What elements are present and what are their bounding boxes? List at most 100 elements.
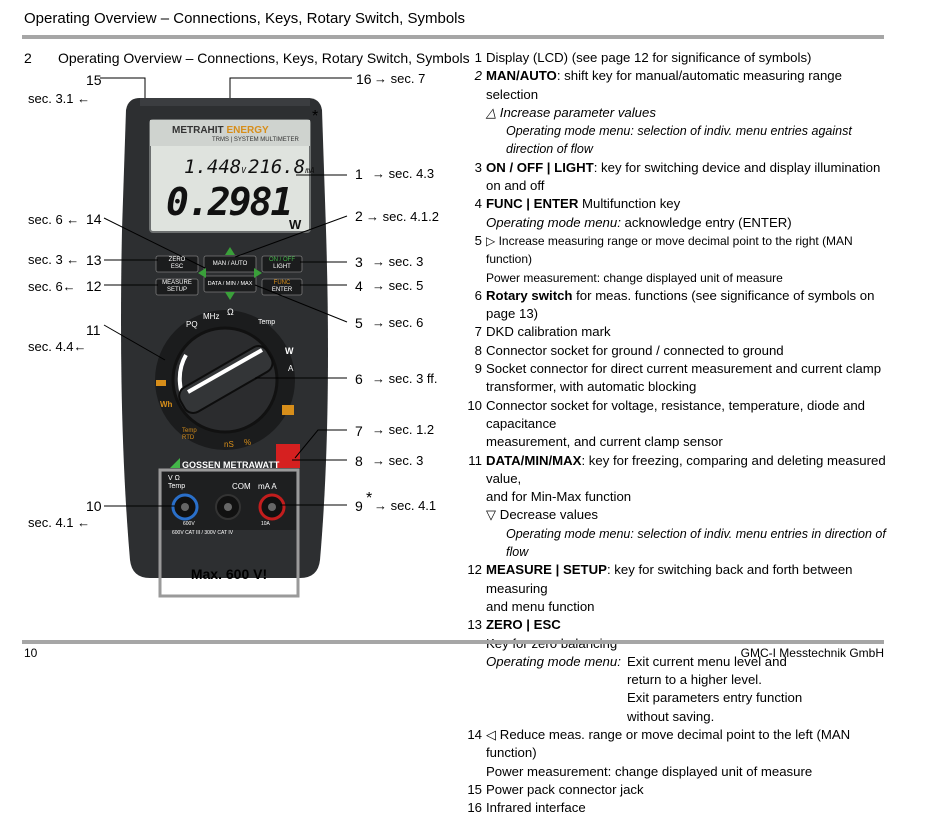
- lcd-main-unit: W: [289, 217, 302, 232]
- dial-label-a: A: [288, 364, 294, 373]
- callout-12-ref: sec. 6←: [28, 279, 76, 294]
- page-header-title: Operating Overview – Connections, Keys, …: [24, 10, 466, 27]
- callout-5-num: 5: [355, 315, 363, 331]
- callout-2-num: 2: [355, 208, 363, 224]
- footer-rule: [22, 640, 884, 644]
- callout-15-ref: sec. 3.1 ←: [28, 91, 91, 106]
- callout-10-ref: sec. 4.1 ←: [28, 515, 91, 530]
- measure-label: MEASURE: [162, 280, 192, 286]
- jack-10a-label: 10A: [261, 521, 270, 527]
- dial-label-ns: nS: [224, 440, 234, 449]
- dial-label-ohm: Ω: [227, 307, 234, 317]
- zero-label: ZERO: [168, 257, 186, 263]
- callout-13-ref: sec. 3 ←: [28, 252, 80, 267]
- on-off-label: ON / OFF: [269, 257, 295, 263]
- callout-12-num: 12: [86, 278, 102, 294]
- callout-4-num: 4: [355, 278, 363, 294]
- callout-11-ref: sec. 4.4←: [28, 339, 87, 354]
- dial-label-w: W: [285, 346, 294, 356]
- list-subitem: without saving.: [627, 708, 715, 724]
- list-item: 14◁ Reduce meas. range or move decimal p…: [467, 726, 851, 761]
- list-subitem: Exit parameters entry function: [627, 690, 803, 706]
- callout-1-num: 1: [355, 166, 363, 182]
- dial-label-temp: Temp: [258, 319, 276, 326]
- lcd-main-reading: 0.2981: [166, 180, 293, 224]
- callout-15-num: 15: [86, 72, 102, 88]
- callout-16-ref: → sec. 7: [374, 71, 426, 86]
- list-subitem: transformer, with automatic blocking: [486, 379, 697, 395]
- callout-2-ref: → sec. 4.1.2: [366, 209, 439, 224]
- footer-company: GMC-I Messtechnik GmbH: [740, 646, 884, 660]
- callout-9-ref: → sec. 4.1: [374, 498, 437, 513]
- data-min-max-key[interactable]: DATA / MIN / MAX: [207, 281, 253, 287]
- list-subitem: and for Min-Max function: [486, 489, 632, 505]
- dial-label-wh: Wh: [160, 400, 173, 409]
- callout-14-ref: sec. 6 ←: [28, 212, 80, 227]
- light-label: LIGHT: [273, 264, 291, 270]
- man-auto-key[interactable]: MAN / AUTO: [212, 261, 248, 267]
- cat-rating-label: 600V CAT III / 300V CAT IV: [172, 530, 234, 536]
- jack-com-label: COM: [232, 482, 251, 491]
- multimeter-illustration: [100, 77, 352, 598]
- header-rule: [22, 35, 884, 39]
- callout-4-ref: → sec. 5: [372, 278, 424, 293]
- maker-label: GOSSEN METRAWATT: [182, 460, 280, 470]
- lcd-brand-sub: TRMS | SYSTEM MULTIMETER: [212, 137, 299, 143]
- dial-label-pct: %: [244, 438, 252, 447]
- enter-label: ENTER: [271, 287, 293, 293]
- jack-600v-label: 600V: [183, 521, 195, 527]
- lcd-brand-energy: ENERGY: [226, 125, 269, 136]
- callout-8-ref: → sec. 3: [372, 453, 424, 468]
- callout-3-ref: → sec. 3: [372, 254, 424, 269]
- callout-13-num: 13: [86, 252, 102, 268]
- list-subitem: return to a higher level.: [627, 672, 762, 688]
- lcd-top-left-reading: 1.448V: [184, 156, 247, 178]
- list-subitem: Operating mode menu: acknowledge entry (…: [486, 214, 792, 230]
- dial-label-pq: PQ: [186, 320, 198, 329]
- list-subitem: Power measurement: change displayed unit…: [486, 763, 813, 779]
- callout-7-ref: → sec. 1.2: [372, 422, 435, 437]
- list-subitem: Operating mode menu: selection of indiv.…: [506, 124, 852, 157]
- section-number: 2: [24, 50, 32, 66]
- max-voltage-label: Max. 600 V!: [190, 566, 268, 582]
- list-subitem: and menu function: [486, 598, 595, 614]
- callout-11-num: 11: [86, 322, 101, 338]
- list-subitem: measurement, and current clamp sensor: [486, 434, 723, 450]
- callout-10-num: 10: [86, 498, 102, 514]
- page-number: 10: [24, 646, 38, 660]
- esc-label: ESC: [170, 264, 184, 270]
- callout-6-num: 6: [355, 371, 363, 387]
- list-item: 5▷ Increase measuring range or move deci…: [474, 232, 853, 267]
- callout-9-star: *: [366, 490, 373, 507]
- callout-16-num: 16: [356, 71, 372, 87]
- lcd-top-right-reading: 216.8mA: [248, 156, 315, 178]
- list-subitem: △ Increase parameter values: [486, 104, 656, 120]
- dial-label-mhz: MHz: [203, 312, 220, 321]
- callout-8-num: 8: [355, 453, 363, 469]
- jack-ma-a-label: mA A: [258, 482, 277, 491]
- setup-label: SETUP: [166, 287, 187, 293]
- section-title: Operating Overview – Connections, Keys, …: [58, 50, 470, 66]
- list-subitem: Operating mode menu: selection of indiv.…: [506, 526, 886, 560]
- callout-5-ref: → sec. 6: [372, 315, 424, 330]
